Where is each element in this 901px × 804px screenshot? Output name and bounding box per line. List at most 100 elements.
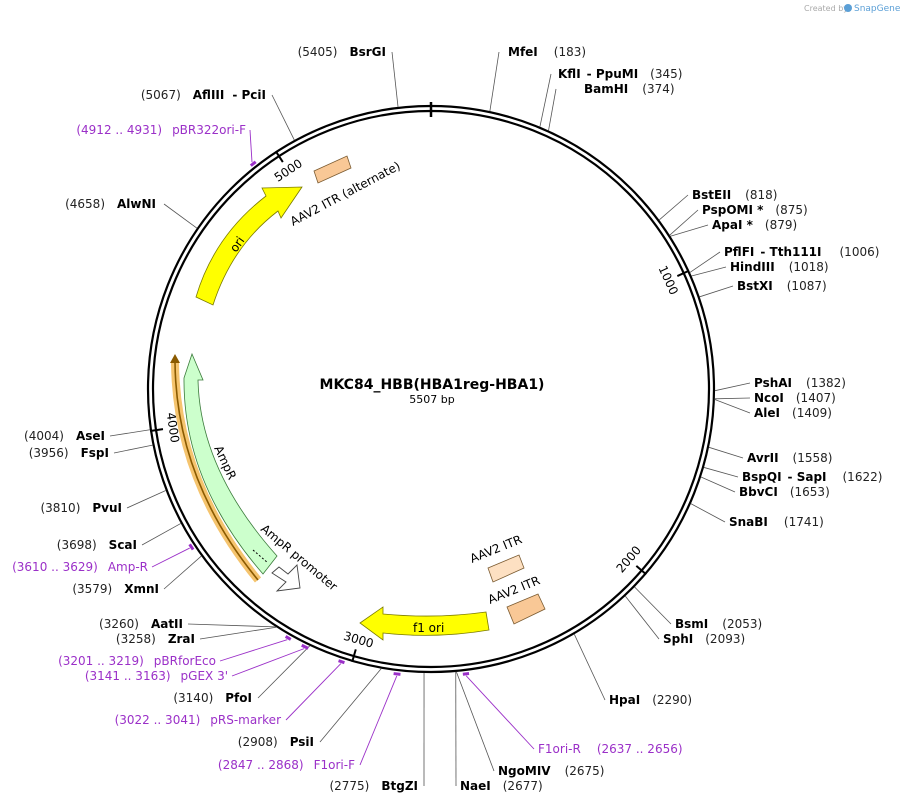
site-pos: (3810) — [40, 501, 80, 515]
scale-tick-mark — [676, 269, 690, 277]
site-name: AatII — [151, 617, 183, 631]
primer-mark — [249, 160, 257, 167]
site-name: NaeI — [460, 779, 491, 793]
svg-text:(5067)AflIII- PciI: (5067)AflIII- PciI — [141, 88, 266, 102]
svg-text:(2847 .. 2868)F1ori-F: (2847 .. 2868)F1ori-F — [218, 758, 355, 772]
site-name: PspOMI * — [702, 203, 764, 217]
plasmid-name: MKC84_HBB(HBA1reg-HBA1) — [320, 377, 545, 393]
scale-tick-label: 2000 — [613, 543, 644, 575]
site-leader-line — [113, 444, 153, 454]
svg-text:(3022 .. 3041)pRS-marker: (3022 .. 3041)pRS-marker — [115, 713, 281, 727]
site-name: PvuI — [92, 501, 122, 515]
site-name: AlwNI — [117, 197, 156, 211]
site-leader-line — [163, 555, 202, 590]
site-leader-line — [689, 251, 721, 273]
primer-name: Amp-R — [108, 560, 148, 574]
svg-text:(4004)AseI: (4004) AseI — [24, 429, 105, 443]
site-name: BstEII — [692, 188, 731, 202]
f1-ori-label: f1 ori — [413, 621, 444, 635]
site-leader-line — [391, 51, 399, 107]
site-pos: (1741) — [784, 515, 824, 529]
scale-tick-mark — [351, 649, 357, 663]
scale-tick-label: 1000 — [656, 263, 681, 297]
f1-ori-arrow — [359, 606, 490, 641]
primer-mark — [462, 671, 470, 676]
primer-leader-line — [359, 675, 398, 766]
primer-range: (2847 .. 2868) — [218, 758, 304, 772]
site-pos: (4004) — [24, 429, 64, 443]
site-name: PsiI — [290, 735, 314, 749]
site-leader-line — [714, 382, 751, 392]
site-name: NgoMIV — [498, 764, 551, 778]
site-pos: (3956) — [29, 446, 69, 460]
credit-brand: SnapGene — [854, 4, 901, 14]
svg-text:(3610 .. 3629)Amp-R: (3610 .. 3629) Amp-R — [12, 560, 148, 574]
site-leader-line — [708, 446, 744, 459]
site-leader-line — [456, 671, 495, 772]
site-pos: (1006) — [840, 245, 880, 259]
site-pos: (183) — [554, 45, 586, 59]
site-leader-line — [109, 429, 151, 437]
site-pos: (2093) — [705, 632, 745, 646]
feature-ori[interactable]: ori — [195, 186, 303, 306]
svg-text:(2908)PsiI: (2908)PsiI — [238, 735, 314, 749]
site-name: HpaI — [609, 693, 640, 707]
plasmid-title: MKC84_HBB(HBA1reg-HBA1) 5507 bp — [320, 377, 545, 406]
site-name: SnaBI — [729, 515, 768, 529]
primer-leader-line — [231, 648, 305, 677]
primer-mark — [188, 543, 195, 551]
feature-aav2-itr-1[interactable]: AAV2 ITR — [468, 532, 525, 583]
site-leader-line — [700, 476, 736, 493]
site-name: BtgZI — [381, 779, 418, 793]
site-leader-line — [163, 203, 198, 229]
site-leader-line — [199, 626, 277, 640]
svg-text:(3201 .. 3219)pBRforEco: (3201 .. 3219)pBRforEco — [58, 654, 216, 668]
scale-tick-mark — [274, 150, 284, 163]
site-name: NcoI — [754, 391, 784, 405]
svg-text:(2775)BtgZI: (2775)BtgZI — [329, 779, 418, 793]
site-pos: (1382) — [806, 376, 846, 390]
site-leader-line — [489, 51, 500, 112]
primer-name: pBR322ori-F — [172, 123, 246, 137]
site-name: AseI — [76, 429, 105, 443]
feature-f1-ori[interactable]: f1 ori — [359, 606, 490, 641]
site-name: PfoI — [225, 691, 252, 705]
site-extra: - Tth111I — [760, 245, 821, 259]
svg-text:(5405)BsrGI: (5405)BsrGI — [298, 45, 386, 59]
site-pos: (2677) — [503, 779, 543, 793]
primer-name: pGEX 3' — [181, 669, 228, 683]
site-leader-lines — [109, 51, 751, 787]
svg-text:(4658)AlwNI: (4658)AlwNI — [65, 197, 156, 211]
scale-tick-mark — [149, 428, 164, 433]
svg-text:PshAI(1382): PshAI(1382) — [754, 376, 846, 390]
site-leader-line — [126, 490, 166, 509]
site-name: AleI — [754, 406, 780, 420]
primer-range: (3141 .. 3163) — [85, 669, 171, 683]
svg-text:BstXI(1087): BstXI(1087) — [737, 279, 827, 293]
primer-range: (3610 .. 3629) — [12, 560, 98, 574]
primer-leader-line — [249, 129, 253, 163]
feature-aav2-itr-alternate[interactable]: AAV2 ITR (alternate) — [288, 155, 403, 229]
site-pos: (5405) — [298, 45, 338, 59]
primer-leader-line — [219, 639, 288, 662]
site-name: KflI — [558, 67, 581, 81]
ampr-junction — [252, 549, 269, 564]
site-pos: (3258) — [116, 632, 156, 646]
svg-text:AleI(1409): AleI(1409) — [754, 406, 832, 420]
site-name: ApaI * — [712, 218, 754, 232]
site-leader-line — [548, 88, 557, 131]
plasmid-length: 5507 bp — [409, 393, 454, 406]
site-leader-line — [658, 194, 689, 221]
svg-text:PspOMI *(875): PspOMI *(875) — [702, 203, 808, 217]
primer-range: (4912 .. 4931) — [76, 123, 162, 137]
primer-leader-line — [465, 675, 535, 750]
primer-mark — [393, 672, 401, 676]
site-leader-line — [573, 634, 606, 701]
site-pos: (1407) — [796, 391, 836, 405]
site-name: BsmI — [675, 617, 708, 631]
svg-text:HindIII(1018): HindIII(1018) — [730, 260, 829, 274]
site-name: XmnI — [124, 582, 159, 596]
svg-text:BamHI(374): BamHI(374) — [584, 82, 675, 96]
primer-leader-line — [285, 663, 342, 721]
